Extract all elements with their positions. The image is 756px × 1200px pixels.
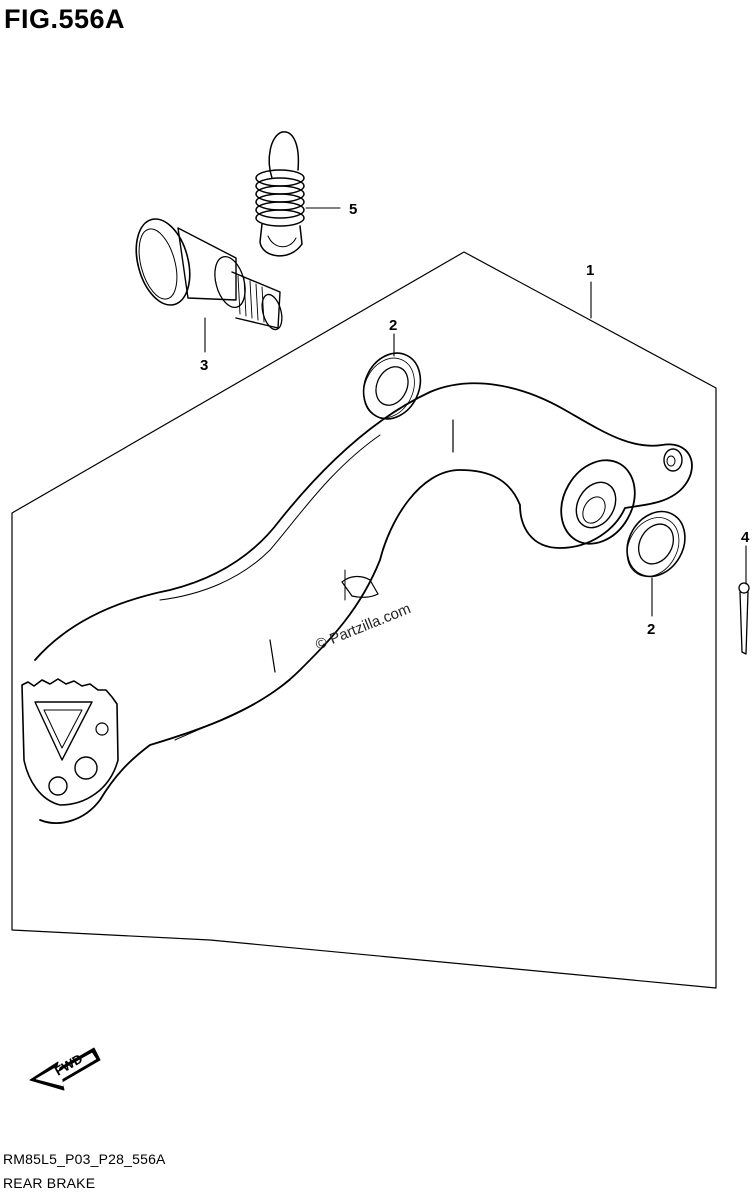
washer-icon[interactable] [616,501,697,587]
pivot-bolt-icon[interactable] [127,213,285,332]
brake-pedal-icon[interactable] [21,382,693,824]
callout-2-upper: 2 [389,317,397,334]
figure-title: FIG.556A [4,4,126,34]
cotter-pin-icon[interactable] [738,582,750,655]
washer-icon[interactable] [353,344,431,428]
assembly-outline [11,251,717,989]
forward-arrow-icon: FWD [29,1047,101,1091]
model-code: RM85L5_P03_P28_556A [3,1151,166,1167]
callout-4: 4 [741,529,750,546]
callout-3: 3 [200,357,208,374]
watermark: © Partzilla.com [313,600,413,654]
return-spring-icon[interactable] [255,131,305,257]
figure-description: REAR BRAKE [3,1175,96,1191]
callout-1: 1 [586,262,594,279]
callout-2-lower: 2 [647,621,655,638]
callout-5: 5 [349,201,357,218]
